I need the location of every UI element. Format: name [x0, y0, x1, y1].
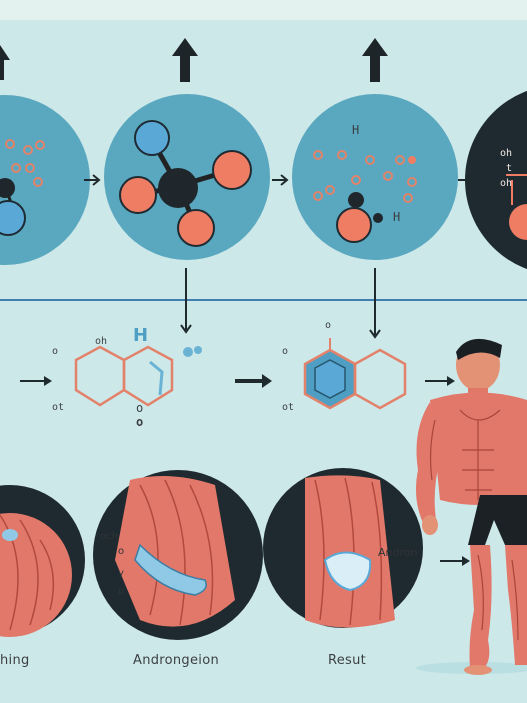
molecule-icon — [313, 150, 417, 243]
ring-label-o3: o — [136, 415, 144, 429]
right-arrow-icon — [20, 376, 52, 386]
muscle-tissue — [0, 513, 72, 637]
right-arrow-icon — [458, 174, 475, 186]
muscle-fibers — [139, 479, 214, 626]
muscle-figure-icon — [416, 338, 527, 675]
right-arrow-icon — [84, 174, 101, 186]
ring2-label-o1: o — [325, 320, 332, 331]
right-arrow-icon — [272, 174, 289, 186]
muscle-tissue — [305, 475, 395, 628]
molecule-icon — [119, 120, 252, 247]
inset-label-u: u — [118, 586, 125, 597]
right-arrow-icon — [425, 376, 455, 386]
up-arrow-icon — [362, 38, 388, 82]
joint-blue — [2, 529, 18, 541]
molecule-circle-3 — [292, 94, 458, 260]
joint-cartilage — [323, 551, 372, 592]
hydrogen-label-2: H — [393, 210, 401, 224]
top-band — [0, 0, 527, 20]
inset-label-y: y — [118, 568, 124, 579]
hexagon-ring-icon — [74, 345, 174, 407]
inset-label-och: och — [100, 531, 118, 542]
inset-label-o: o — [118, 546, 125, 557]
caption-2: Androngeion — [133, 653, 219, 668]
down-arrow-icon — [180, 268, 192, 334]
up-arrow-icon — [172, 38, 198, 82]
caption-3: Resut — [328, 653, 367, 668]
muscle-fibers — [314, 477, 383, 626]
molecule-icon — [0, 139, 45, 236]
atom-dot — [183, 347, 193, 357]
ring-label-oh: oh — [95, 336, 108, 347]
ring2-label-ot: ot — [282, 402, 295, 413]
tendon — [134, 543, 207, 596]
ring-label-o2: o — [136, 401, 144, 415]
caption-1: hing — [0, 653, 30, 668]
dark-circle-label-1: oh — [500, 148, 513, 159]
result-label: Andron — [378, 546, 418, 559]
hydrogen-label: H — [352, 123, 360, 137]
atom-dot — [194, 346, 202, 354]
dark-circle-label-3: oh — [500, 178, 513, 189]
up-arrow-icon — [0, 45, 10, 80]
ring-label-ot: ot — [52, 402, 65, 413]
ring-label-o1: o — [52, 346, 59, 357]
right-arrow-icon — [440, 556, 470, 566]
dark-circle-label-2: t — [506, 163, 513, 174]
down-arrow-icon — [369, 268, 381, 339]
molecule-icon — [506, 174, 527, 240]
muscle-fibers — [0, 514, 55, 631]
bond-highlight — [149, 360, 164, 396]
h-label: H — [133, 325, 149, 346]
right-arrow-icon — [235, 374, 272, 388]
ring2-label-o2: o — [282, 346, 289, 357]
hexagon-ring-icon — [303, 348, 407, 410]
molecule-circle-1 — [0, 95, 90, 265]
